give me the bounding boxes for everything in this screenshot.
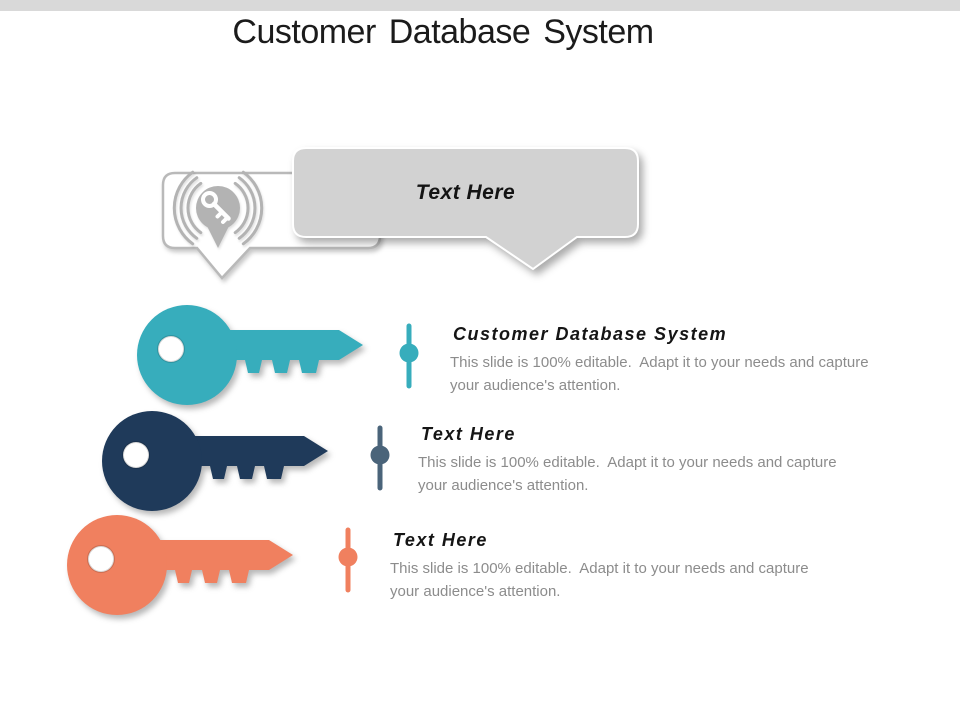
pin-shape (196, 186, 240, 248)
key-body (102, 411, 328, 511)
key-body (67, 515, 293, 615)
block-body: This slide is 100% editable. Adapt it to… (390, 560, 813, 600)
key-shape-3 (67, 515, 293, 615)
top-accent-bar (0, 0, 960, 11)
block-heading: Text Here (421, 424, 516, 444)
key-hole (87, 545, 115, 573)
block-body: This slide is 100% editable. Adapt it to… (418, 454, 841, 494)
slide-title: Customer Database System (232, 13, 654, 51)
block-heading: Customer Database System (453, 324, 728, 344)
slider-marker-2 (370, 425, 390, 491)
marker-dot (370, 445, 390, 465)
text-block-2: Text Here This slide is 100% editable. A… (418, 424, 863, 497)
signal-arcs (172, 170, 264, 246)
slider-marker-3 (338, 527, 358, 593)
slider-marker-1 (399, 323, 419, 389)
block-body: This slide is 100% editable. Adapt it to… (450, 354, 873, 394)
text-block-3: Text Here This slide is 100% editable. A… (390, 530, 835, 603)
marker-dot (399, 343, 419, 363)
callout-gray-bubble (292, 147, 639, 271)
block-heading: Text Here (393, 530, 488, 550)
key-shape-1 (137, 305, 363, 405)
text-block-1: Customer Database System This slide is 1… (450, 324, 895, 397)
key-body (137, 305, 363, 405)
key-glyph (201, 191, 231, 224)
key-shape-2 (102, 411, 328, 511)
key-hole (122, 441, 150, 469)
gray-bubble-shape (292, 147, 639, 271)
key-signal-pin-icon (172, 170, 264, 248)
marker-dot (338, 547, 358, 567)
key-hole (157, 335, 185, 363)
callout-label: Text Here (415, 181, 516, 204)
